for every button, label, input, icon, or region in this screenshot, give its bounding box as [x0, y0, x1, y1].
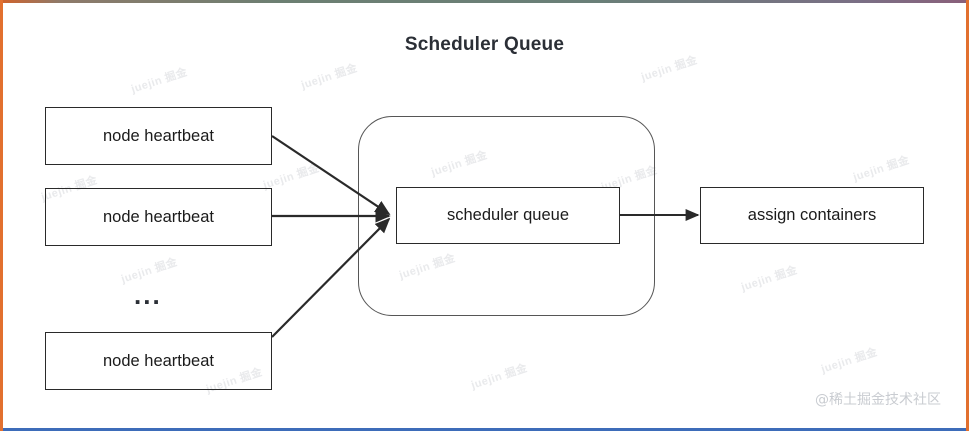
scheduler-queue-label: scheduler queue — [446, 206, 569, 224]
frame-top-edge — [0, 0, 969, 3]
node-heartbeat-box-2[interactable]: node heartbeat — [45, 188, 272, 246]
scheduler-queue-box[interactable]: scheduler queue — [396, 187, 620, 244]
background-watermark: juejin 掘金 — [299, 62, 360, 92]
ellipsis-indicator: ... — [134, 280, 162, 310]
attribution-watermark: @稀土掘金技术社区 — [815, 392, 941, 408]
node-heartbeat-label: node heartbeat — [102, 351, 214, 370]
node-heartbeat-box-1[interactable]: node heartbeat — [45, 107, 272, 165]
frame-right-edge — [966, 0, 969, 431]
frame-left-edge — [0, 0, 3, 431]
assign-containers-box[interactable]: assign containers — [700, 187, 924, 244]
node-heartbeat-label: node heartbeat — [102, 126, 214, 145]
background-watermark: juejin 掘金 — [739, 264, 800, 294]
node-heartbeat-label: node heartbeat — [102, 207, 214, 226]
diagram-title: Scheduler Queue — [404, 34, 565, 55]
background-watermark: juejin 掘金 — [851, 154, 912, 184]
background-watermark: juejin 掘金 — [819, 346, 880, 376]
background-watermark: juejin 掘金 — [129, 66, 190, 96]
background-watermark: juejin 掘金 — [639, 54, 700, 84]
frame-bottom-edge — [0, 428, 969, 431]
background-watermark: juejin 掘金 — [469, 362, 530, 392]
assign-containers-label: assign containers — [747, 206, 877, 224]
node-heartbeat-box-3[interactable]: node heartbeat — [45, 332, 272, 390]
